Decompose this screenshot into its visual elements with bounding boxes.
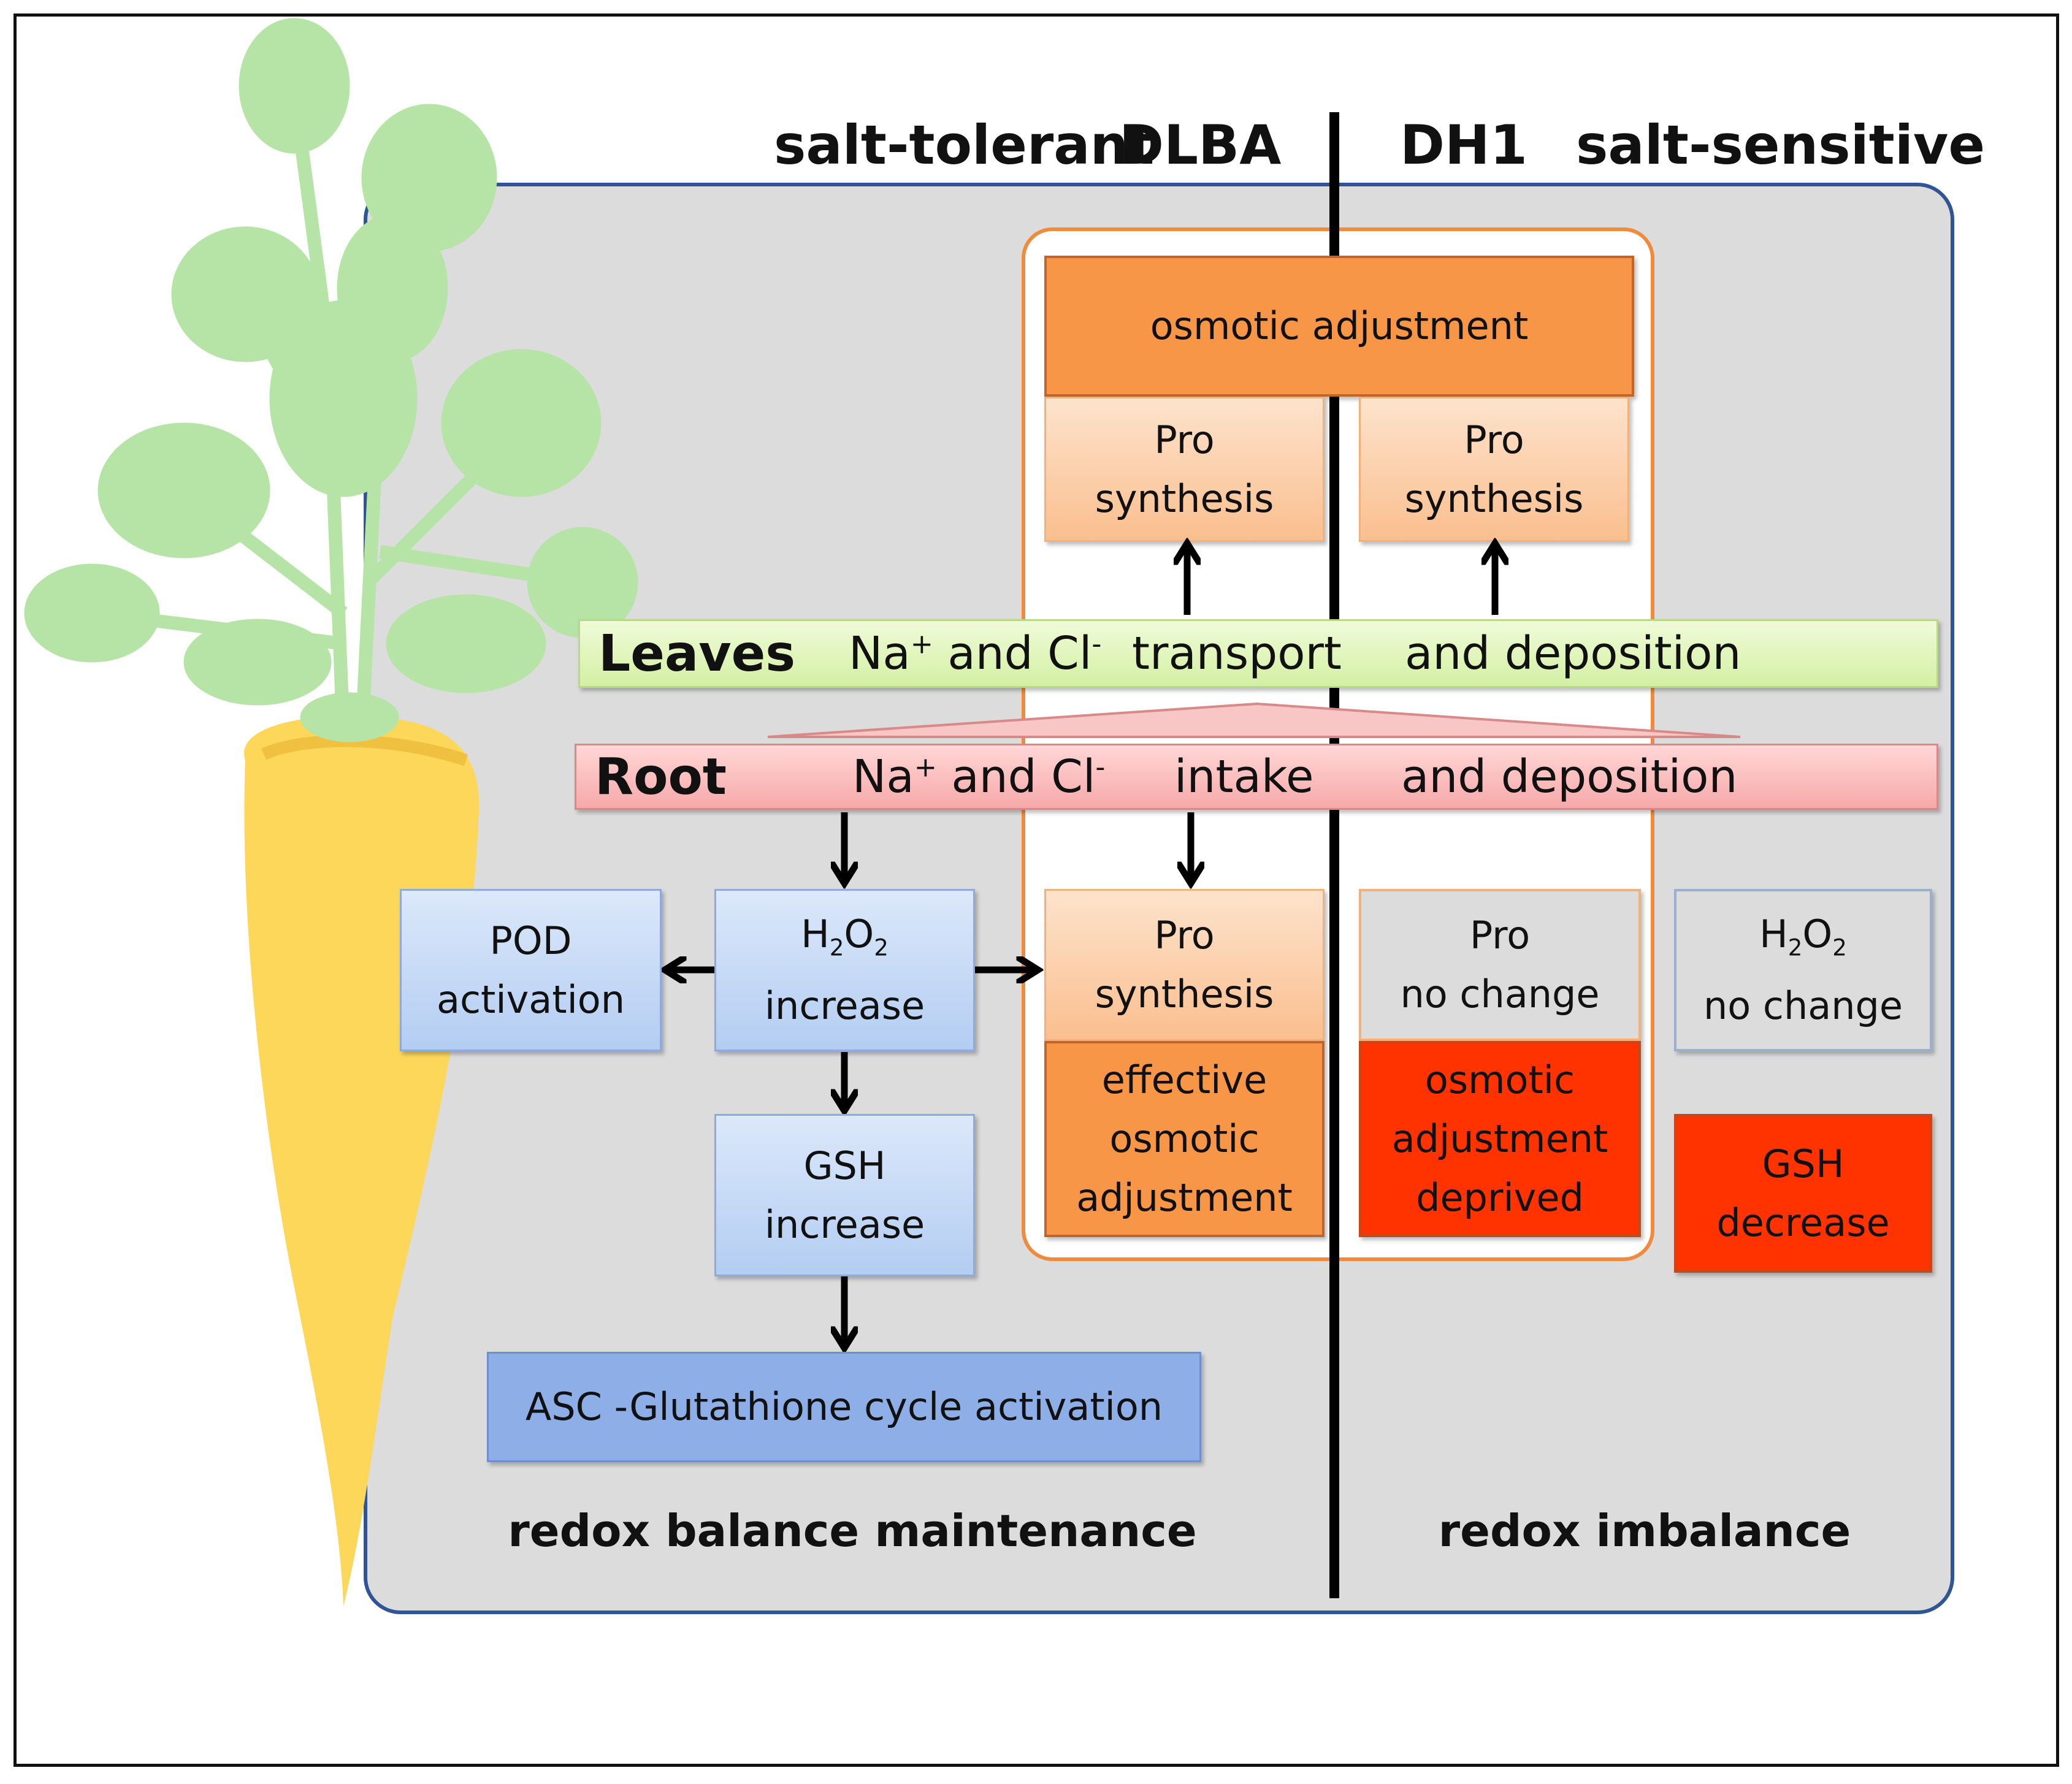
box-text: activation <box>436 977 625 1022</box>
header-left-cultivar: DLBA <box>1119 113 1282 177</box>
header-right-label: salt-sensitive <box>1576 113 1986 177</box>
header-left-label: salt-tolerant <box>774 113 1155 177</box>
box-text: adjustment <box>1076 1175 1293 1220</box>
root-bar: Root Na+ and Cl- intake and deposition <box>575 744 1938 810</box>
box-text: ASC -Glutathione cycle activation <box>525 1384 1163 1429</box>
ion-charge: - <box>1091 628 1102 660</box>
box-text: Pro <box>1154 417 1215 462</box>
box-text: synthesis <box>1095 972 1274 1016</box>
leaves-ions: Na+ and Cl- <box>849 627 1101 680</box>
h2o2-formula: H2O2 <box>1759 911 1847 961</box>
box-text: POD <box>489 918 572 963</box>
box-text: GSH <box>1762 1141 1845 1186</box>
box-text: synthesis <box>1404 476 1584 521</box>
carrot-leaves-icon <box>24 18 638 742</box>
box-text: no change <box>1703 983 1903 1029</box>
ion-text: Na <box>852 750 914 803</box>
footer-right: redox imbalance <box>1438 1505 1851 1557</box>
box-text: osmotic adjustment <box>1150 303 1529 348</box>
root-process: intake <box>1174 750 1314 803</box>
root-tail: and deposition <box>1401 750 1738 803</box>
ion-charge: + <box>910 628 933 660</box>
asc-glutathione-box: ASC -Glutathione cycle activation <box>487 1352 1201 1462</box>
figure-frame <box>13 13 2059 1767</box>
box-text: Pro <box>1469 913 1531 958</box>
ion-text: Na <box>849 627 911 680</box>
pro-synthesis-top-left: Pro synthesis <box>1044 397 1325 542</box>
ion-charge: + <box>914 752 937 783</box>
box-text: GSH <box>803 1143 886 1188</box>
box-text: synthesis <box>1095 476 1274 521</box>
box-text: increase <box>764 983 925 1029</box>
box-text: decrease <box>1716 1200 1890 1245</box>
root-ions: Na+ and Cl- <box>852 750 1105 803</box>
box-text: effective <box>1101 1058 1267 1102</box>
leaves-label: Leaves <box>598 624 796 683</box>
h2o2-formula: H2O2 <box>801 911 889 961</box>
box-text: Pro <box>1154 913 1215 958</box>
transport-arrowhead <box>767 702 1741 738</box>
box-text: Pro <box>1464 417 1524 462</box>
box-text: increase <box>764 1202 925 1247</box>
header-right-cultivar: DH1 <box>1400 113 1527 177</box>
ion-text: and Cl <box>936 750 1096 803</box>
pro-no-change-box: Pro no change <box>1359 889 1641 1041</box>
ion-text: and Cl <box>933 627 1092 680</box>
leaves-tail: and deposition <box>1405 627 1741 680</box>
footer-left: redox balance maintenance <box>508 1505 1197 1557</box>
h2o2-increase-box: H2O2 increase <box>714 889 975 1051</box>
cultivar-divider <box>1329 112 1339 1598</box>
pro-synthesis-top-right: Pro synthesis <box>1359 397 1629 542</box>
box-text: deprived <box>1416 1175 1584 1220</box>
effective-osmotic-box: effective osmotic adjustment <box>1044 1041 1325 1237</box>
leaves-bar: Leaves Na+ and Cl- transport and deposit… <box>578 619 1938 688</box>
root-label: Root <box>595 747 727 806</box>
h2o2-no-change-box: H2O2 no change <box>1674 889 1932 1051</box>
box-text: adjustment <box>1391 1116 1608 1161</box>
ion-charge: - <box>1095 752 1106 783</box>
pro-synthesis-root-box: Pro synthesis <box>1044 889 1325 1041</box>
pod-activation-box: POD activation <box>400 889 662 1051</box>
osmotic-adjustment-box: osmotic adjustment <box>1044 256 1634 397</box>
box-text: osmotic <box>1424 1058 1575 1102</box>
osmotic-deprived-box: osmotic adjustment deprived <box>1359 1041 1641 1237</box>
leaves-process: transport <box>1132 627 1342 680</box>
box-text: no change <box>1400 972 1600 1016</box>
box-text: osmotic <box>1109 1116 1260 1161</box>
gsh-decrease-box: GSH decrease <box>1674 1114 1932 1273</box>
gsh-increase-box: GSH increase <box>714 1114 975 1276</box>
